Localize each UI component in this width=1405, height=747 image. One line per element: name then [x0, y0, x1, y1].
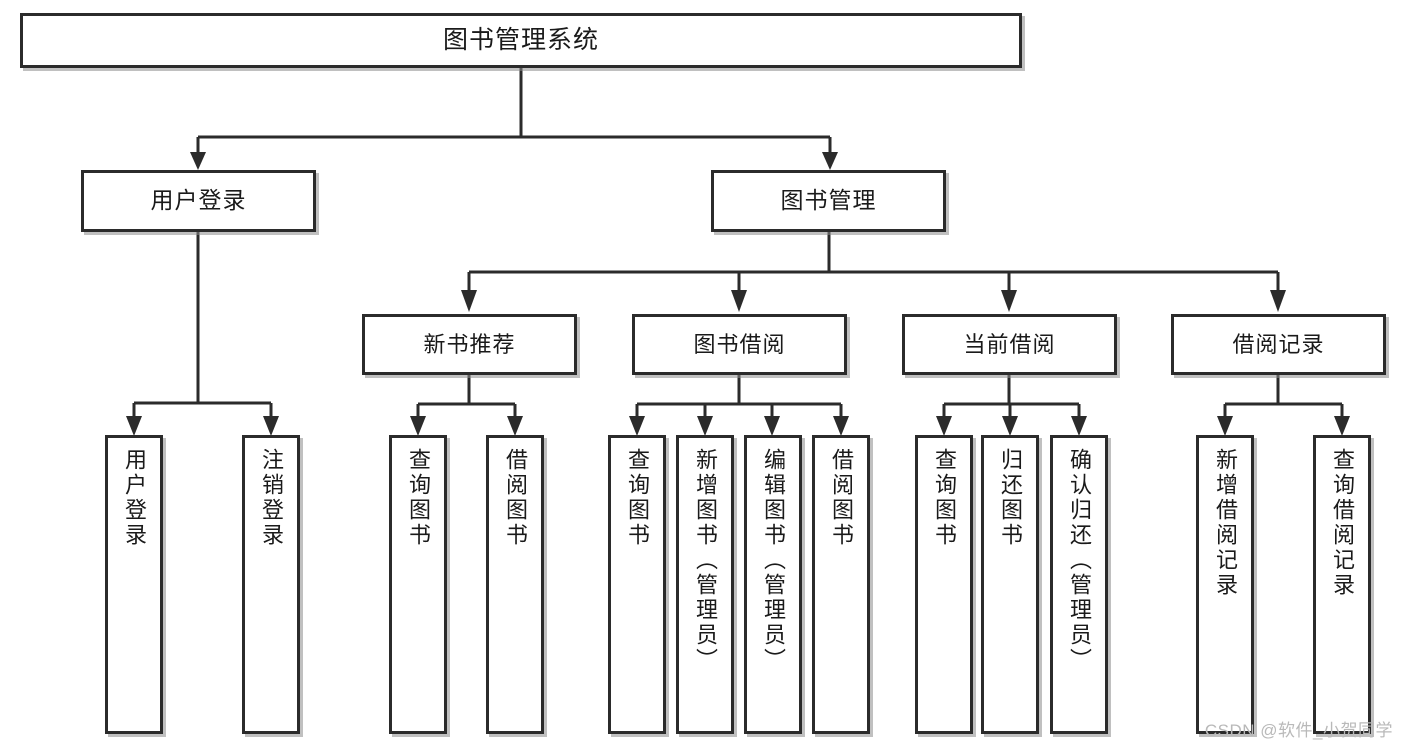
node-current-borrowing[interactable]: 当前借阅: [902, 314, 1117, 375]
node-label: 图书管理系统: [442, 25, 599, 54]
leaf-book-borrow-edit[interactable]: 编辑图书（管理员）: [744, 435, 802, 734]
edge-borrowrecord-to-leaves: [1217, 375, 1350, 436]
leaf-book-borrow-add[interactable]: 新增图书（管理员）: [676, 435, 734, 734]
node-label: 图书管理: [780, 187, 877, 214]
node-label: 新增借阅记录: [1213, 448, 1238, 598]
node-label: 用户登录: [122, 448, 147, 548]
node-label: 查询图书: [406, 448, 431, 548]
node-book-borrowing[interactable]: 图书借阅: [632, 314, 847, 375]
node-borrow-records[interactable]: 借阅记录: [1171, 314, 1386, 375]
leaf-current-borrow-confirm-return[interactable]: 确认归还（管理员）: [1050, 435, 1108, 734]
watermark: CSDN @软件_小贺同学: [1204, 721, 1393, 740]
node-label: 查询图书: [625, 448, 650, 548]
node-root-system[interactable]: 图书管理系统: [20, 13, 1022, 68]
leaf-new-book-query[interactable]: 查询图书: [389, 435, 447, 734]
leaf-current-borrow-query[interactable]: 查询图书: [915, 435, 973, 734]
node-label: 编辑图书（管理员）: [761, 448, 786, 673]
node-label: 图书借阅: [693, 331, 786, 357]
node-new-book-recommendation[interactable]: 新书推荐: [362, 314, 577, 375]
edge-root-to-level2: [190, 68, 838, 170]
leaf-book-borrow-borrow[interactable]: 借阅图书: [812, 435, 870, 734]
leaf-borrow-record-add[interactable]: 新增借阅记录: [1196, 435, 1254, 734]
leaf-user-login-logout[interactable]: 注销登录: [242, 435, 300, 734]
node-label: 查询借阅记录: [1330, 448, 1355, 598]
node-label: 用户登录: [150, 187, 247, 214]
leaf-new-book-borrow[interactable]: 借阅图书: [486, 435, 544, 734]
node-label: 新增图书（管理员）: [693, 448, 718, 673]
leaf-user-login-login[interactable]: 用户登录: [105, 435, 163, 734]
node-label: 注销登录: [259, 448, 284, 548]
node-label: 借阅图书: [829, 448, 854, 548]
edge-bookmgmt-to-level3: [461, 232, 1286, 312]
node-label: 借阅记录: [1232, 331, 1325, 357]
node-label: 查询图书: [932, 448, 957, 548]
node-label: 确认归还（管理员）: [1067, 448, 1092, 673]
node-user-login[interactable]: 用户登录: [81, 170, 316, 232]
node-label: 新书推荐: [423, 331, 516, 357]
edge-newbook-to-leaves: [410, 375, 523, 436]
leaf-current-borrow-return[interactable]: 归还图书: [981, 435, 1039, 734]
edge-bookborrow-to-leaves: [629, 375, 849, 436]
edge-userlogin-to-leaves: [126, 232, 279, 436]
leaf-book-borrow-query[interactable]: 查询图书: [608, 435, 666, 734]
node-label: 当前借阅: [963, 331, 1056, 357]
node-label: 借阅图书: [503, 448, 528, 548]
node-book-management[interactable]: 图书管理: [711, 170, 946, 232]
leaf-borrow-record-query[interactable]: 查询借阅记录: [1313, 435, 1371, 734]
node-label: 归还图书: [998, 448, 1023, 548]
edge-currentborrow-to-leaves: [936, 375, 1087, 436]
